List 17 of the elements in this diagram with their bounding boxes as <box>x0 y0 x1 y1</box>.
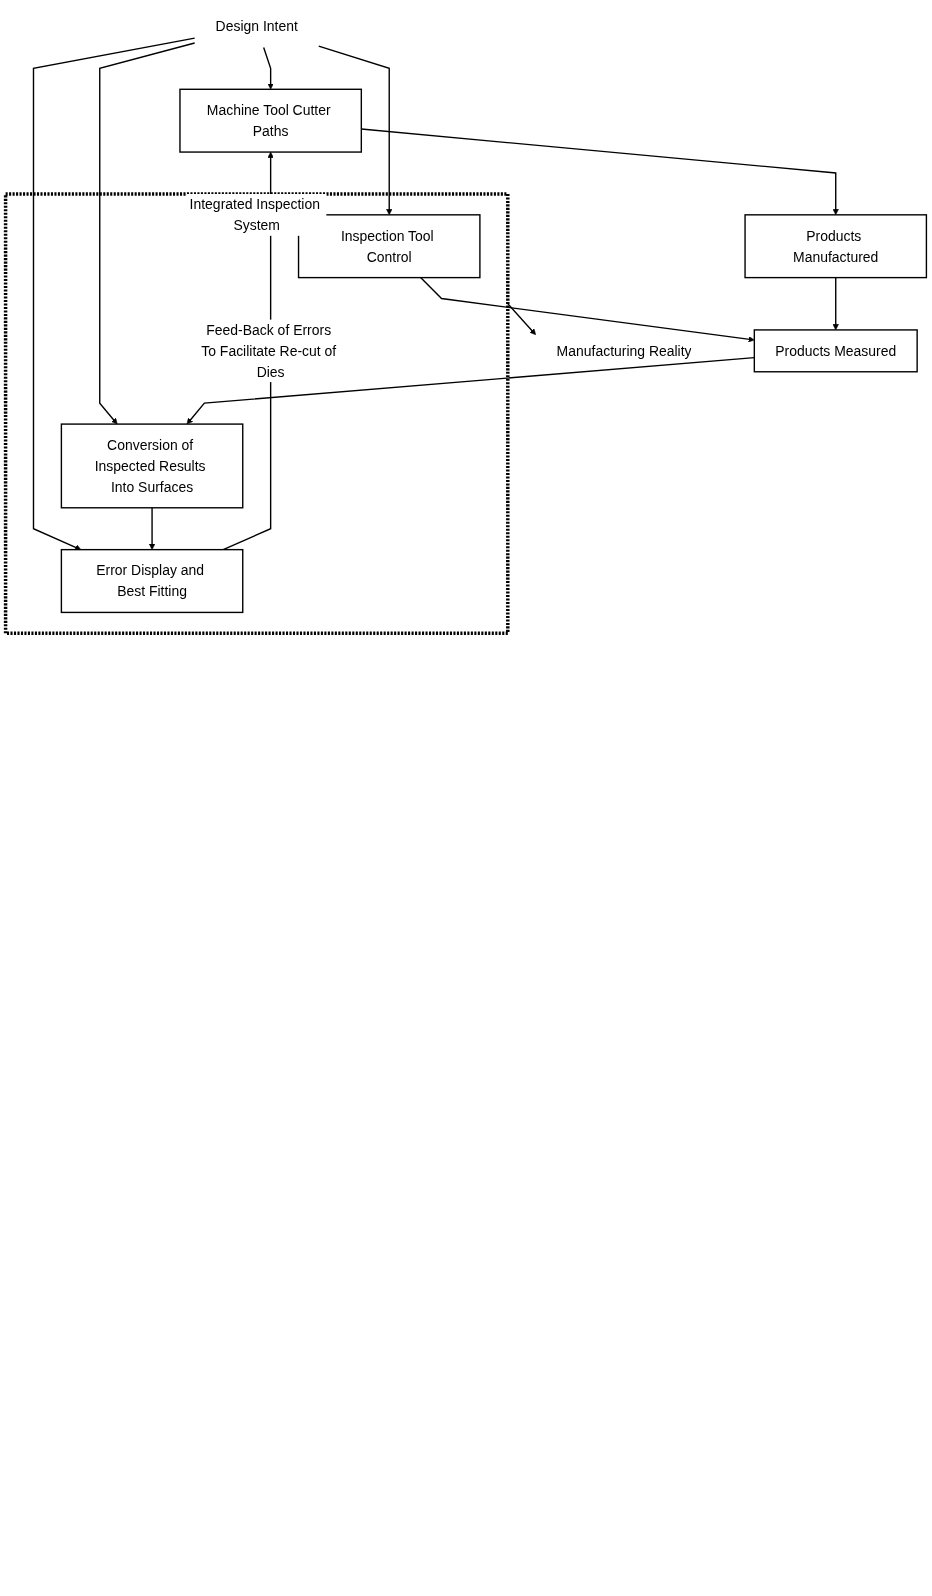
arrow <box>99 42 196 425</box>
node-box: Machine Tool Cutter Paths <box>179 88 362 153</box>
arrow <box>262 46 274 90</box>
node-box: Error Display and Best Fitting <box>60 548 244 614</box>
edge-label: Feed-Back of Errors To Facilitate Re-cut of Dies <box>201 322 337 380</box>
arrow <box>507 302 536 336</box>
arrow <box>419 276 755 343</box>
node-box: Products Measured <box>753 329 918 373</box>
arrow <box>832 276 839 331</box>
arrow <box>149 507 156 550</box>
node-text: Design Intent <box>215 18 298 35</box>
node-box: Products Manufactured <box>744 214 928 279</box>
node-box: Inspection Tool Control <box>297 214 481 279</box>
node-text: Manufacturing Reality <box>556 343 692 359</box>
arrow <box>318 45 393 216</box>
arrow <box>32 37 196 551</box>
node-box: Conversion of Inspected Results Into Surfaces <box>60 423 244 509</box>
